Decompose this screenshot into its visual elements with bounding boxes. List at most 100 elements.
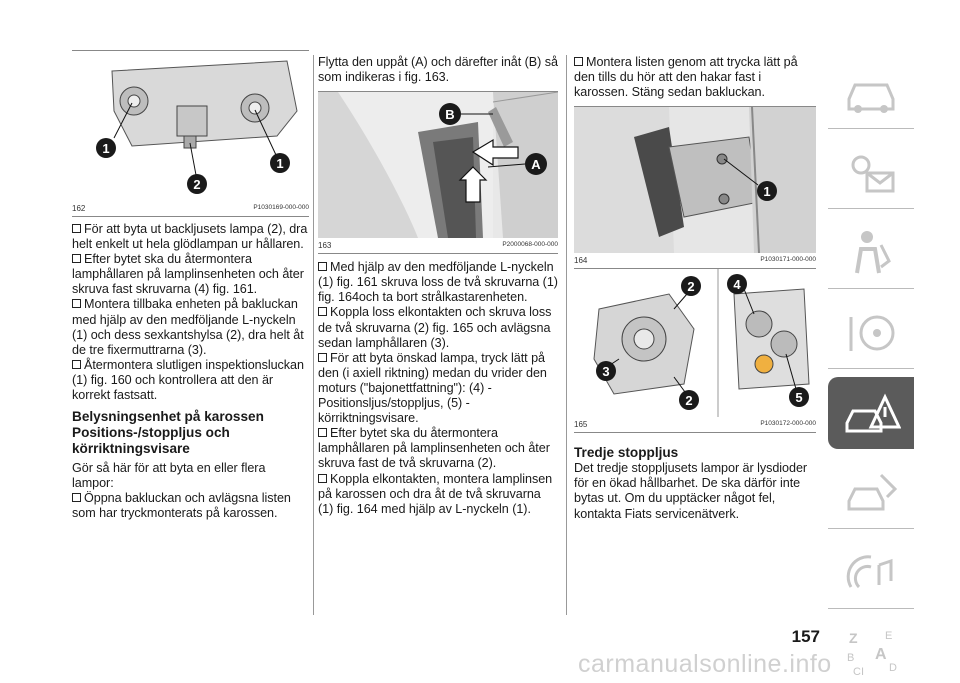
- checkbox-icon: [318, 262, 327, 272]
- figure-code: P1030169-000-000: [253, 204, 309, 211]
- lamp-holder-illustration: 1 1 2: [96, 60, 298, 194]
- figure-number: 165: [574, 420, 588, 430]
- checkbox-icon: [574, 57, 583, 66]
- paragraph: Det tredje stoppljusets lampor är lysdio…: [574, 461, 808, 521]
- paragraph-text: Efter bytet ska du återmontera lamphålla…: [72, 252, 304, 297]
- tab-maintenance[interactable]: [828, 457, 914, 529]
- figure-163: B A 163 P2000068-000-000: [318, 91, 558, 255]
- tab-lights-messages[interactable]: [828, 137, 914, 209]
- column-2: Flytta den uppåt (A) och därefter inåt (…: [318, 55, 558, 517]
- callout-1-label: 1: [102, 141, 109, 156]
- checkbox-icon: [318, 307, 327, 317]
- callout-4: [727, 274, 747, 295]
- figure-caption: 163 P2000068-000-000: [318, 238, 558, 255]
- figure-162: 1 1 2 162 P1030169-000-000: [72, 50, 309, 217]
- letter-c: C: [853, 666, 861, 678]
- callout-1b-label: 1: [276, 156, 283, 171]
- tab-safety[interactable]: [828, 217, 914, 289]
- callout-2: [681, 276, 701, 297]
- car-icon: [847, 83, 895, 113]
- letter-i: I: [861, 666, 864, 678]
- tab-car[interactable]: [828, 57, 914, 129]
- callout-4-label: 4: [733, 277, 741, 292]
- column-divider: [313, 55, 314, 615]
- paragraph: För att byta önskad lampa, tryck lätt på…: [318, 351, 558, 426]
- callout-5-label: 5: [795, 390, 802, 405]
- paragraph: Koppla elkontakten, montera lamplinsen p…: [318, 472, 558, 517]
- wrench-car-icon: [847, 473, 898, 510]
- paragraph: Koppla loss elkontakten och skruva loss …: [318, 305, 558, 350]
- callout-1b: [270, 153, 290, 173]
- letter-e: E: [885, 630, 892, 642]
- column-1: 1 1 2 162 P1030169-000-000 För att byta …: [72, 50, 309, 522]
- tab-multimedia[interactable]: [828, 537, 914, 609]
- lamp-unit-illustration: 2 3 2 4 5: [574, 269, 816, 418]
- multimedia-icon: [846, 554, 893, 588]
- figure-code: P1030172-000-000: [760, 420, 816, 428]
- callout-b: [439, 103, 461, 126]
- callout-5: [789, 387, 809, 408]
- checkbox-icon: [72, 359, 81, 369]
- chapter-sidebar: Z E B A I C D: [828, 57, 914, 683]
- watermark: carmanualsonline.info: [578, 650, 832, 678]
- seatbelt-icon: [855, 230, 891, 273]
- paragraph: Gör så här för att byta en eller flera l…: [72, 461, 266, 491]
- callout-1-label: 1: [763, 184, 770, 199]
- tab-emergency[interactable]: [828, 377, 914, 449]
- paragraph: Med hjälp av den medföljande L-nyckeln (…: [318, 260, 558, 305]
- index-letters-icon: Z E B A I C D: [847, 630, 897, 678]
- letter-b: B: [847, 652, 854, 664]
- tab-driving[interactable]: [828, 297, 914, 369]
- letter-a: A: [875, 646, 887, 663]
- tab-index[interactable]: Z E B A I C D: [828, 617, 914, 683]
- callout-a: [525, 153, 547, 176]
- figure-number: 162: [72, 204, 86, 213]
- checkbox-icon: [72, 224, 81, 233]
- letter-z: Z: [849, 630, 858, 646]
- paragraph-text: Montera listen genom att trycka lätt på …: [574, 55, 798, 100]
- callout-2-label: 2: [687, 279, 694, 294]
- figure-number: 163: [318, 241, 332, 251]
- callout-3: [596, 361, 616, 382]
- paragraph: Efter bytet ska du återmontera lamphålla…: [72, 252, 309, 297]
- callout-2b-label: 2: [685, 393, 692, 408]
- paragraph-text: Efter bytet ska du återmontera lamphålla…: [318, 426, 550, 471]
- callout-3-label: 3: [602, 364, 609, 379]
- column-3: Montera listen genom att trycka lätt på …: [574, 55, 816, 522]
- figure-number: 164: [574, 256, 588, 266]
- paragraph-text: Med hjälp av den medföljande L-nyckeln (…: [318, 260, 558, 305]
- callout-1: [96, 138, 116, 158]
- paragraph-text: Öppna bakluckan och avlägsna listen som …: [72, 491, 291, 521]
- callout-2-label: 2: [193, 177, 200, 192]
- light-envelope-icon: [851, 155, 895, 192]
- paragraph-text: För att byta ut backljusets lampa (2), d…: [72, 222, 308, 252]
- section-heading: Tredje stoppljus: [574, 445, 679, 461]
- paragraph: Öppna bakluckan och avlägsna listen som …: [72, 491, 309, 521]
- checkbox-icon: [72, 254, 81, 264]
- paragraph-text: Återmontera slutligen inspektionsluckan …: [72, 357, 304, 403]
- paragraph: För att byta ut backljusets lampa (2), d…: [72, 222, 309, 252]
- checkbox-icon: [318, 352, 327, 362]
- paragraph-text: För att byta önskad lampa, tryck lätt på…: [318, 350, 547, 426]
- checkbox-icon: [318, 473, 327, 483]
- steering-wheel-icon: [849, 315, 895, 351]
- callout-2b: [679, 390, 699, 411]
- figure-code: P2000068-000-000: [502, 241, 558, 249]
- column-divider: [566, 55, 567, 615]
- body-panel-illustration: B A: [318, 92, 558, 239]
- callout-2: [187, 174, 207, 194]
- checkbox-icon: [72, 493, 81, 503]
- figure-164: 1 164 P1030171-000-000: [574, 106, 816, 270]
- figure-caption: 164 P1030171-000-000: [574, 253, 816, 270]
- paragraph: Återmontera slutligen inspektionsluckan …: [72, 358, 309, 403]
- checkbox-icon: [318, 428, 327, 438]
- paragraph: Efter bytet ska du återmontera lamphålla…: [318, 426, 558, 471]
- page-number: 157: [791, 627, 820, 646]
- figure-165: 2 3 2 4 5 165 P1030172-000-000: [574, 269, 816, 434]
- figure-caption: 165 P1030172-000-000: [574, 417, 816, 434]
- paragraph-text: Koppla elkontakten, montera lamplinsen p…: [318, 471, 553, 516]
- paragraph: Montera listen genom att trycka lätt på …: [574, 55, 816, 100]
- breakdown-warning-icon: [845, 393, 901, 433]
- callout-1: [757, 181, 777, 202]
- figure-code: P1030171-000-000: [760, 256, 816, 264]
